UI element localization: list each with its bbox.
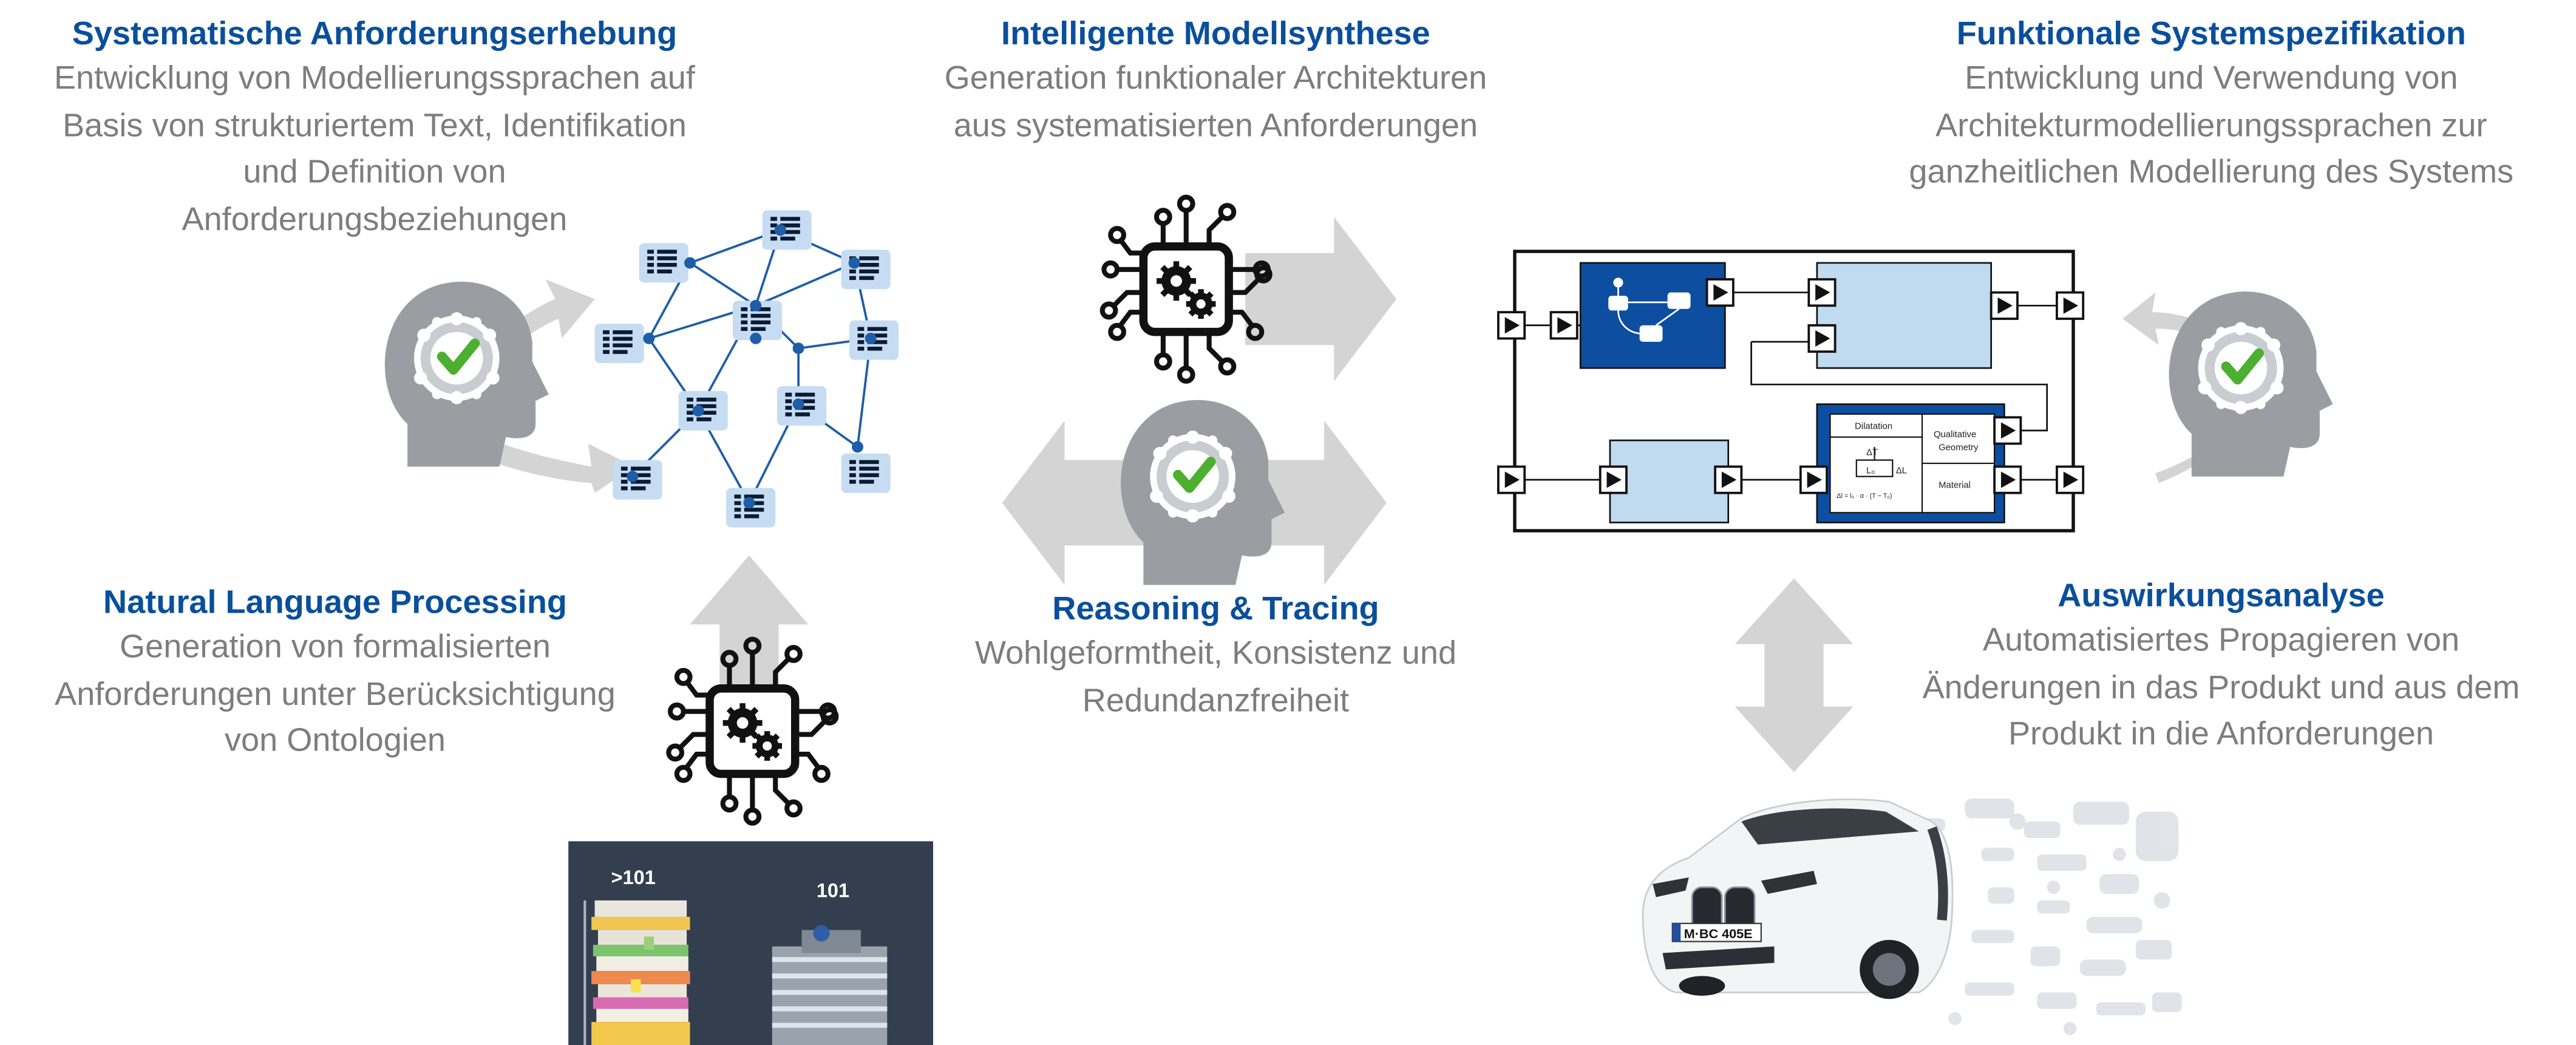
desc-impact-line-1: Automatisiertes Propagieren von <box>1982 622 2460 659</box>
synthesis-arrow <box>1245 217 1397 381</box>
desc-nlp-line-2: Anforderungen unter Berücksichtigung <box>55 676 616 713</box>
block-nlp: Natural Language Processing Generation v… <box>7 582 664 765</box>
ai-chip-icon-nlp <box>668 639 836 823</box>
vertical-double-arrow <box>1735 578 1854 772</box>
car-photo: M·BC 405E <box>1642 798 2182 1035</box>
desc-nlp-line-1: Generation von formalisierten <box>120 629 551 665</box>
head-check-icon-center <box>1121 400 1285 585</box>
block-impact: Auswirkungsanalyse Automatisiertes Propa… <box>1876 575 2566 758</box>
title-nlp: Natural Language Processing <box>103 585 567 621</box>
photo-label-left: >101 <box>611 866 656 888</box>
title-reasoning: Reasoning & Tracing <box>1052 591 1379 628</box>
diag-material: Material <box>1939 481 1971 491</box>
diag-qualitative: Qualitative <box>1934 430 1976 440</box>
desc-specification-line-3: ganzheitlichen Modellierung des Systems <box>1909 154 2514 191</box>
title-impact: Auswirkungsanalyse <box>2058 578 2385 615</box>
desc-nlp-line-3: von Ontologien <box>224 723 446 760</box>
title-specification: Funktionale Systemspezifikation <box>1956 16 2466 53</box>
desc-requirements-line-1: Entwicklung von Modellierungssprachen au… <box>53 61 695 97</box>
desc-specification-line-1: Entwicklung und Verwendung von <box>1965 61 2458 97</box>
diag-delta-t: ΔT <box>1866 448 1878 458</box>
desc-specification-line-2: Architekturmodellierungssprachen zur <box>1935 107 2487 144</box>
photo-label-right: 101 <box>817 879 849 901</box>
block-requirements: Systematische Anforderungserhebung Entwi… <box>3 13 746 243</box>
desc-requirements-line-4: Anforderungsbeziehungen <box>182 201 568 238</box>
desc-impact-line-3: Produkt in die Anforderungen <box>2008 716 2435 753</box>
ai-chip-icon-synthesis <box>1103 197 1270 381</box>
document-stack-photo: >101 101 <box>568 841 934 1045</box>
requirement-network-icon <box>594 210 899 528</box>
desc-impact-line-2: Änderungen in das Produkt und aus dem <box>1922 669 2520 706</box>
diag-length: L₀ <box>1866 466 1875 475</box>
desc-requirements-line-2: Basis von strukturiertem Text, Identifik… <box>63 107 687 144</box>
block-specification: Funktionale Systemspezifikation Entwickl… <box>1857 13 2566 197</box>
title-requirements: Systematische Anforderungserhebung <box>72 16 678 53</box>
diag-dilatation: Dilatation <box>1855 421 1892 431</box>
up-arrow <box>690 555 809 690</box>
license-plate: M·BC 405E <box>1684 926 1753 941</box>
block-reasoning: Reasoning & Tracing Wohlgeformtheit, Kon… <box>920 588 1511 725</box>
desc-reasoning-line-2: Redundanzfreiheit <box>1082 682 1350 719</box>
title-synthesis: Intelligente Modellsynthese <box>1001 16 1430 53</box>
block-synthesis: Intelligente Modellsynthese Generation f… <box>871 13 1561 150</box>
desc-requirements-line-3: und Definition von <box>243 154 506 191</box>
diag-geometry: Geometry <box>1939 443 1979 452</box>
desc-synthesis-line-2: aus systematisierten Anforderungen <box>953 107 1478 144</box>
diag-formula: Δl = l₀ · α · (T − T₀) <box>1837 492 1892 500</box>
desc-synthesis-line-1: Generation funktionaler Architekturen <box>944 61 1487 97</box>
architecture-diagram-icon: Dilatation ΔT L₀ ΔL Δl = l₀ · α · (T − T… <box>1497 250 2085 533</box>
head-check-icon-left <box>385 279 634 493</box>
desc-reasoning-line-1: Wohlgeformtheit, Konsistenz und <box>974 636 1457 672</box>
head-check-icon-right <box>2122 291 2333 483</box>
diag-delta-l: ΔL <box>1896 466 1907 475</box>
